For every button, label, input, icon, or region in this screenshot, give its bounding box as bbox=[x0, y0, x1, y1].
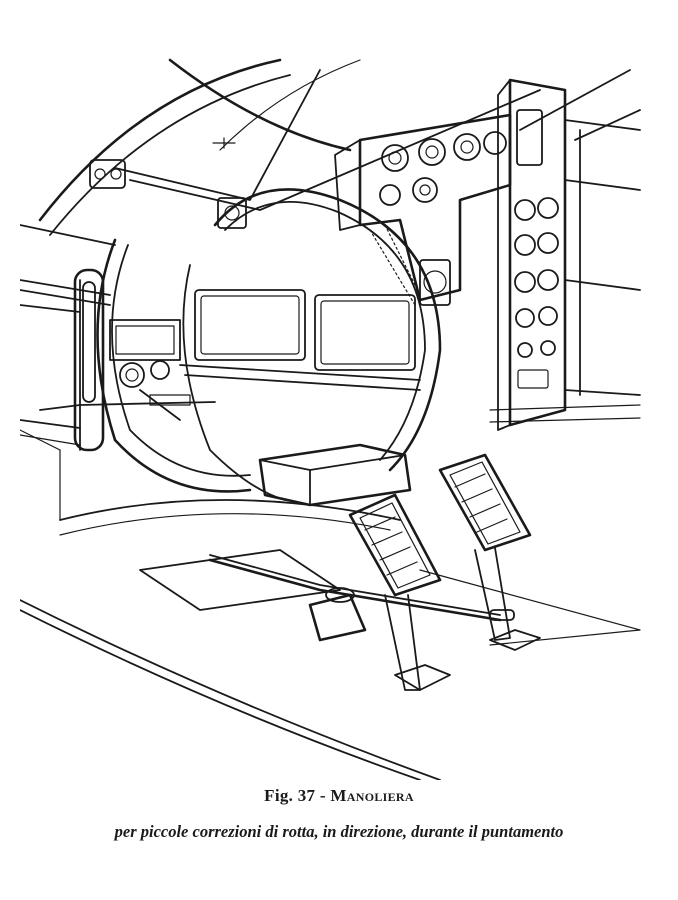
control-lever bbox=[208, 554, 515, 642]
side-instrument-column bbox=[489, 78, 641, 431]
bulkhead-windows bbox=[179, 289, 421, 391]
frame-fittings bbox=[89, 137, 247, 229]
figure-title: Manoliera bbox=[330, 786, 414, 805]
cockpit-line-drawing bbox=[20, 58, 641, 780]
bulkhead-ring bbox=[96, 188, 442, 501]
cockpit-illustration bbox=[20, 50, 660, 780]
figure-subtitle: per piccole correzioni di rotta, in dire… bbox=[114, 822, 564, 841]
figure-caption: Fig. 37 - Manoliera per piccole correzio… bbox=[0, 786, 678, 842]
bomb-sight-mount bbox=[20, 268, 216, 521]
seat bbox=[258, 443, 412, 507]
figure-label-line: Fig. 37 - Manoliera bbox=[0, 786, 678, 806]
figure-number: Fig. 37 bbox=[264, 786, 316, 805]
left-side-frame bbox=[20, 224, 116, 451]
canopy-frame bbox=[20, 58, 641, 306]
figure-separator: - bbox=[315, 786, 331, 805]
instrument-panel bbox=[334, 113, 512, 306]
floor bbox=[20, 499, 641, 780]
rudder-pedals bbox=[348, 453, 532, 691]
